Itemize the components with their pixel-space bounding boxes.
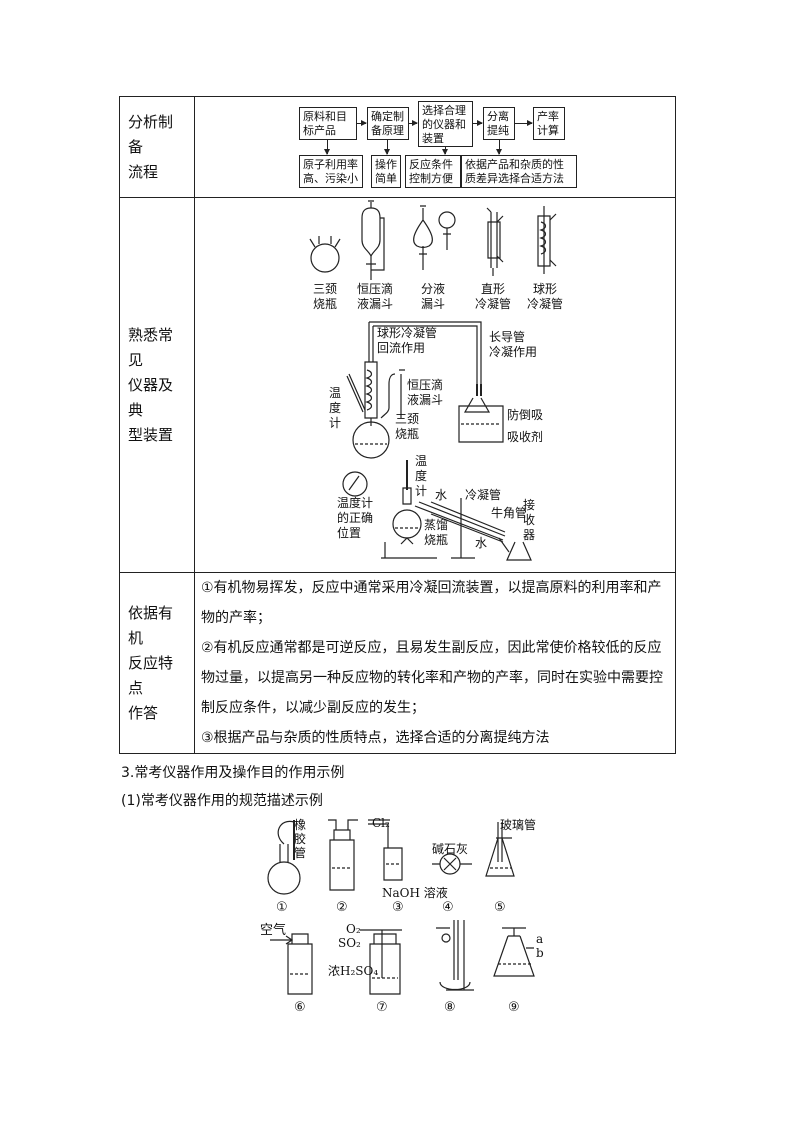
flow-box: 操作 简单 (371, 155, 401, 188)
figure-number: ③ (392, 900, 404, 915)
reflux-apparatus-icon (346, 321, 504, 459)
gas-absorption-beaker-icon (368, 819, 403, 881)
apparatus-label: 直形 冷凝管 (474, 282, 511, 311)
row-apparatus: 熟悉常见 仪器及典 型装置 (119, 197, 676, 573)
row-answer: 依据有机 反应特点 作答 ①有机物易挥发，反应中通常采用冷凝回流装置，以提高原料… (119, 572, 676, 754)
conical-flask-glass-tube-icon (485, 822, 515, 877)
distill-label: 水 (474, 536, 487, 550)
conical-flask-ab-icon (493, 927, 535, 977)
flow-arrow (357, 120, 367, 126)
section-subheading: (1)常考仪器作用的规范描述示例 (121, 793, 323, 809)
reflux-label: 温 度 计 (328, 386, 341, 430)
figure-number: ② (336, 900, 348, 915)
row-label: 分析制备 流程 (119, 96, 195, 198)
naoh-label: NaOH 溶液 (382, 886, 448, 900)
label-a: a (536, 932, 544, 946)
figure-number: ⑥ (294, 1000, 306, 1015)
flow-box: 确定制 备原理 (367, 107, 409, 140)
h2so4-bottle-icon (360, 929, 402, 995)
figure-number: ⑧ (444, 1000, 456, 1015)
apparatus-label: 球形 冷凝管 (526, 282, 563, 311)
distill-label: 冷凝管 (464, 488, 501, 502)
answer-paragraph: ③根据产品与杂质的性质特点，选择合适的分离提纯方法 (201, 730, 550, 746)
flow-arrow (409, 120, 418, 126)
instrument-examples-drawing (267, 819, 535, 995)
flow-arrow (384, 140, 390, 155)
label-b: b (536, 946, 544, 960)
flow-arrow (442, 147, 448, 155)
answer-paragraph: ②有机反应通常都是可逆反应，且易发生副反应，因此常使价格较低的反应物过量，以提高… (201, 640, 663, 716)
figure-number: ④ (442, 900, 454, 915)
apparatus-label: 三颈 烧瓶 (312, 282, 337, 311)
figure-number: ⑦ (376, 1000, 388, 1015)
reflux-label: 球形冷凝管 回流作用 (377, 326, 438, 355)
separatory-funnel-icon (413, 205, 456, 270)
drying-tube-icon (432, 853, 472, 875)
flow-box: 依据产品和杂质的性 质差异选择合适方法 (461, 155, 577, 188)
reflux-label: 恒压滴 液漏斗 (407, 378, 444, 407)
flow-arrow (515, 120, 533, 126)
figure-number: ① (276, 900, 288, 915)
reflux-label: 防倒吸 (507, 408, 544, 422)
figure-number: ⑤ (494, 900, 506, 915)
h2so4-label: 浓H₂SO₄ (328, 964, 379, 978)
answer-paragraph: ①有机物易挥发，反应中通常采用冷凝回流装置，以提高原料的利用率和产物的产率； (201, 580, 662, 626)
flow-diagram: 原料和目 标产品 确定制 备原理 选择合理 的仪器和 装置 分离 提纯 产率 计… (194, 96, 676, 198)
apparatus-label: 分液 漏斗 (420, 282, 445, 311)
cl2-label: Cl₂ (372, 816, 390, 830)
bulb-condenser-icon (537, 206, 557, 274)
answer-text: ①有机物易挥发，反应中通常采用冷凝回流装置，以提高原料的利用率和产物的产率； ②… (194, 572, 676, 754)
o2-label: O₂ (346, 922, 361, 936)
rubber-tube-label: 橡 胶 管 (294, 818, 307, 860)
distill-label: 温度计 的正确 位置 (337, 496, 374, 540)
distillation-apparatus-icon (342, 460, 532, 561)
distill-label: 接 收 器 (522, 498, 535, 542)
row-label-text: 依据有机 反应特点 作答 (128, 603, 174, 722)
reflux-label: 吸收剂 (507, 430, 544, 444)
air-label: 空气 (260, 923, 287, 938)
flow-arrow (473, 120, 483, 126)
instrument-examples-figure: 橡 胶 管 Cl₂ NaOH 溶液 碱石灰 玻璃管 空气 O₂ SO₂ 浓H₂S… (250, 812, 550, 1026)
main-table: 分析制备 流程 原料和目 标产品 确定制 备原理 选择合理 的仪器和 装置 分离… (119, 96, 676, 754)
apparatus-figure: 三颈 烧瓶 恒压滴 液漏斗 分液 漏斗 直形 冷凝管 球形 冷凝管 球形冷凝管 … (194, 197, 676, 573)
rubber-tube-flask-icon (267, 820, 301, 895)
apparatus-label: 恒压滴 液漏斗 (356, 282, 393, 311)
reflux-label: 三颈 烧瓶 (395, 412, 420, 441)
flow-box: 反应条件 控制方便 (405, 155, 461, 188)
three-neck-flask-icon (309, 236, 341, 273)
row-flow: 分析制备 流程 原料和目 标产品 确定制 备原理 选择合理 的仪器和 装置 分离… (119, 96, 676, 198)
flow-box: 原料和目 标产品 (299, 107, 357, 140)
flow-arrow (324, 140, 330, 155)
row-label-text: 熟悉常见 仪器及典 型装置 (128, 325, 174, 444)
distill-label: 牛角管 (490, 506, 527, 520)
flow-arrow (496, 140, 502, 155)
flow-box: 原子利用率 高、污染小 (299, 155, 363, 188)
row-label-text: 分析制备 流程 (128, 112, 174, 181)
distill-label: 温 度 计 (414, 454, 427, 498)
reflux-label: 长导管 冷凝作用 (489, 330, 538, 359)
burette-setup-icon (436, 920, 474, 991)
straight-condenser-icon (486, 207, 504, 276)
soda-lime-label: 碱石灰 (432, 842, 469, 856)
flow-box: 选择合理 的仪器和 装置 (418, 101, 473, 147)
distill-label: 水 (434, 488, 447, 502)
so2-label: SO₂ (338, 936, 361, 950)
section-heading: 3.常考仪器作用及操作目的作用示例 (121, 765, 345, 781)
glass-tube-label: 玻璃管 (500, 818, 537, 832)
flow-box: 产率 计算 (533, 107, 565, 140)
figure-number: ⑨ (508, 1000, 520, 1015)
air-bottle-icon (270, 933, 313, 995)
distill-label: 蒸馏 烧瓶 (423, 518, 448, 547)
row-label: 依据有机 反应特点 作答 (119, 572, 195, 754)
flow-box: 分离 提纯 (483, 107, 515, 140)
row-label: 熟悉常见 仪器及典 型装置 (119, 197, 195, 573)
apparatus-drawing (309, 200, 557, 561)
gas-washing-bottle-icon (328, 819, 358, 891)
pressure-dropping-funnel-icon (361, 200, 385, 280)
